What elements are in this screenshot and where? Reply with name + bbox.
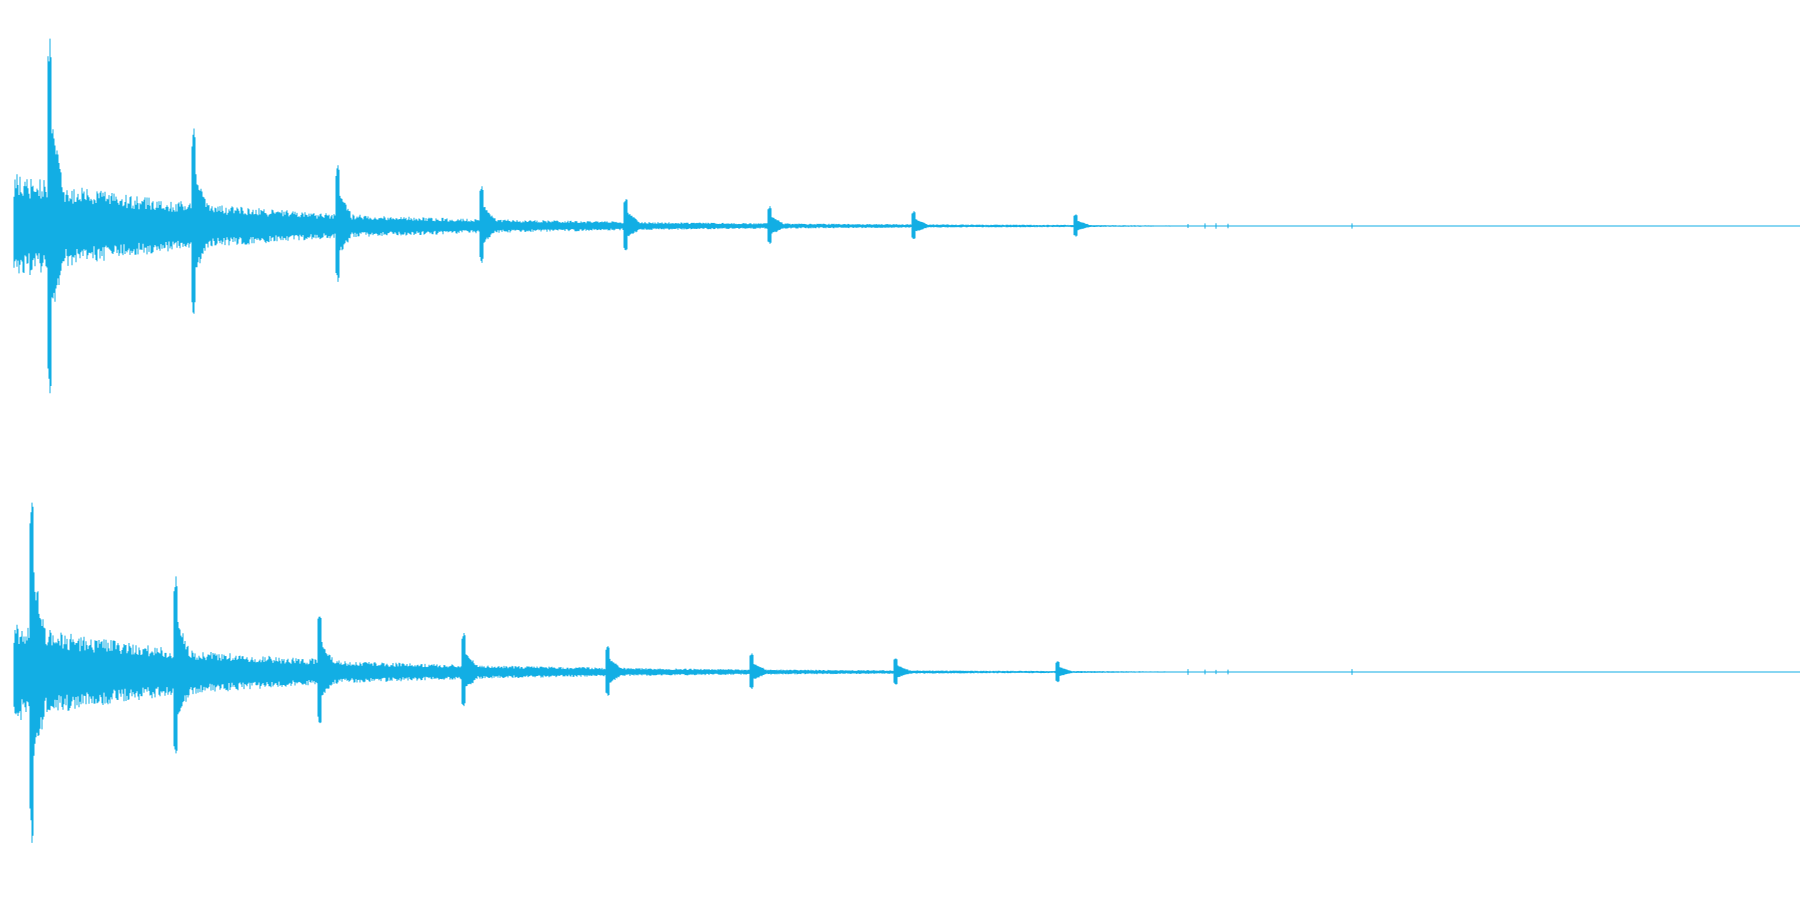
- waveform-envelope: [13, 38, 1353, 394]
- channel-2-waveform[interactable]: [13, 502, 1800, 843]
- waveform-envelope: [13, 502, 1353, 843]
- channel-1-waveform[interactable]: [13, 38, 1800, 394]
